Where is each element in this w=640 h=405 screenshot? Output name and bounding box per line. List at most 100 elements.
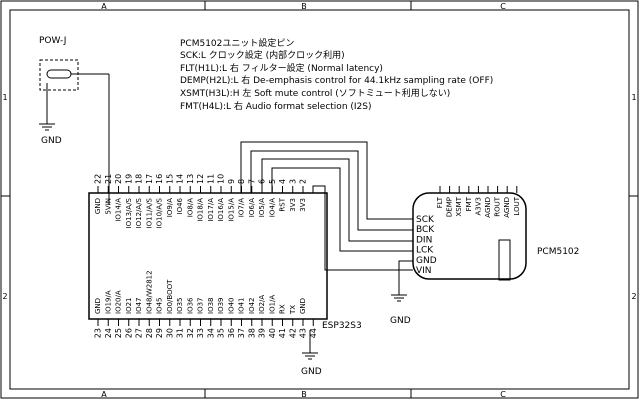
- pin-number: 42: [288, 328, 297, 338]
- pin-number: 26: [124, 328, 133, 338]
- pin-label: IO1/A: [268, 295, 276, 314]
- esp-gnd-label: GND: [301, 367, 322, 377]
- esp-bottom-pin: 24 IO19/A: [104, 290, 113, 338]
- pcm-left-pin-label: GND: [416, 256, 437, 266]
- pin-label: IO40: [227, 298, 235, 314]
- pin-number: 38: [247, 328, 256, 338]
- pcm-top-pin: AGND: [503, 186, 511, 218]
- esp-gnd-symbol: GND: [301, 330, 322, 377]
- esp32s3-name: ESP32S3: [322, 321, 362, 331]
- pin-label: IO7/A: [238, 198, 246, 217]
- pin-label: IO6/A: [248, 198, 256, 217]
- pin-number: 37: [237, 328, 246, 338]
- pin-label: IO18/A: [197, 198, 205, 222]
- pin-number: 39: [258, 328, 267, 338]
- pin-label: IO5/A: [258, 198, 266, 217]
- col-label-a-top: A: [101, 2, 107, 11]
- pin-number: 7: [247, 179, 256, 184]
- pin-number: 34: [206, 328, 215, 338]
- pin-label: IO0/BOOT: [166, 279, 174, 314]
- pin-number: 30: [165, 328, 174, 338]
- pin-label: IO16/A: [217, 198, 225, 222]
- pin-number: 43: [299, 328, 308, 338]
- row-label-1-right: 1: [631, 93, 636, 102]
- pin-number: 19: [124, 174, 133, 184]
- pcm-left-pin-label: LCK: [416, 246, 434, 256]
- col-label-c-bottom: C: [500, 390, 506, 399]
- esp-bottom-pin: 43 GND: [299, 298, 308, 338]
- pin-number: 9: [227, 179, 236, 184]
- pin-label: IO35: [176, 298, 184, 314]
- pin-label: IO14/A: [115, 198, 123, 222]
- col-label-b-top: B: [301, 2, 307, 11]
- pin-number: 35: [217, 328, 226, 338]
- pin-label: IO17/A: [207, 198, 215, 222]
- pin-number: 20: [114, 174, 123, 184]
- pin-number: 13: [186, 174, 195, 184]
- pcm-gnd-label: GND: [390, 316, 411, 326]
- pcm-top-pin-label: LOUT: [513, 196, 521, 215]
- pin-label: IO21: [125, 298, 133, 314]
- pcm-top-pin-label: AGND: [484, 197, 492, 218]
- pcm-top-pin: FMT: [465, 186, 473, 211]
- pin-number: 27: [135, 328, 144, 338]
- pin-label: IO10/A/S: [156, 197, 164, 228]
- row-label-2-right: 2: [631, 292, 636, 301]
- pin-number: 17: [145, 174, 154, 184]
- pin-number: 24: [104, 328, 113, 338]
- pcm-top-pin-label: DEMP: [446, 197, 454, 217]
- pin-label: GND: [299, 298, 307, 314]
- pin-label: IO19/A: [104, 290, 112, 314]
- esp-bottom-pin: 36 IO40: [227, 298, 236, 339]
- pin-number: 36: [227, 328, 236, 338]
- pin-label: IO48/W2812: [145, 270, 153, 314]
- pin-label: IO2/A: [258, 295, 266, 314]
- pcm-left-pin-label: VIN: [416, 266, 432, 276]
- pcm-top-pin: DEMP: [446, 186, 454, 217]
- pin-number: 12: [196, 174, 205, 184]
- note-line: SCK:L クロック設定 (内部クロック利用): [180, 49, 345, 61]
- power-jack-label: POW-J: [39, 36, 66, 46]
- pcm-top-pin: XSMT: [455, 186, 463, 217]
- esp32s3-module: ESP32S3 22GND215VIN20IO14/A19IO13/A/S18I…: [88, 174, 362, 339]
- pin-number: 21: [104, 174, 113, 184]
- pcm-left-pin-label: SCK: [416, 215, 435, 225]
- col-label-c-top: C: [500, 2, 506, 11]
- pcm-top-pin: LOUT: [513, 186, 521, 216]
- pin-label: IO38: [207, 298, 215, 314]
- esp-bottom-pin: 39 IO2/A: [258, 295, 267, 339]
- pin-number: 31: [176, 328, 185, 338]
- pin-number: 10: [217, 174, 226, 184]
- pin-number: 11: [206, 174, 215, 184]
- pin-label: IO45: [156, 298, 164, 314]
- pcm-top-pin-label: FMT: [465, 196, 473, 211]
- pin-number: 32: [186, 328, 195, 338]
- pcm-left-pin-label: BCK: [416, 225, 435, 235]
- esp32s3-body: [88, 192, 328, 320]
- col-label-a-bottom: A: [101, 390, 107, 399]
